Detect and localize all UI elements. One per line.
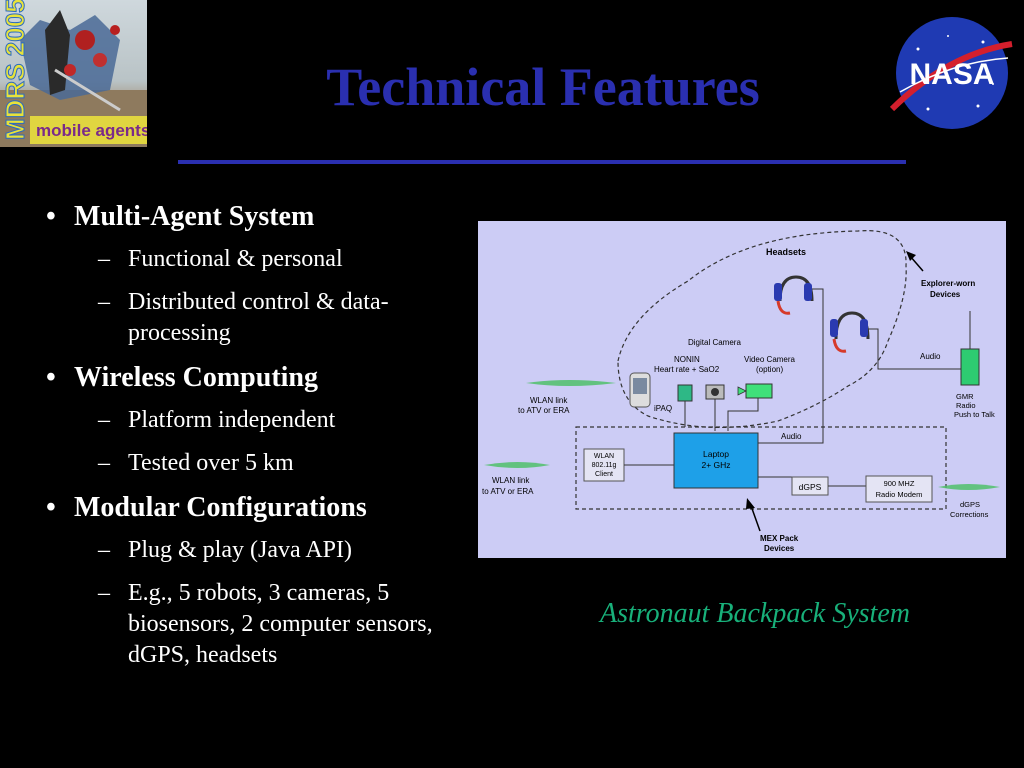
laptop-speed-label: 2+ GHz <box>701 460 730 470</box>
gmr-radio-label: Radio <box>956 401 976 410</box>
bullet-modular: • Modular Configurations <box>38 491 458 525</box>
bullet-glyph: • <box>46 201 56 232</box>
logo-mobile-agents-text: mobile agents <box>36 121 147 140</box>
bullet-multi-agent: • Multi-Agent System <box>38 200 458 234</box>
bullet-list: • Multi-Agent System – Functional & pers… <box>38 200 458 683</box>
explorer-worn-label: Explorer-worn <box>921 279 975 288</box>
wireless-signal-icon <box>938 484 1000 490</box>
radio-modem-frequency: 900 MHZ <box>884 479 915 488</box>
dash-glyph: – <box>98 579 110 606</box>
audio-label-top: Audio <box>920 352 941 361</box>
bullet-glyph: • <box>46 492 56 524</box>
wlan-client-standard: 802.11g <box>592 462 617 469</box>
explorer-devices-label: Devices <box>930 290 961 299</box>
bullet-label: Wireless Computing <box>74 362 318 394</box>
gmr-label: GMR <box>956 392 974 401</box>
dgps-corrections-label: dGPS <box>960 500 980 509</box>
nasa-logo: NASA <box>888 14 1016 132</box>
wlan-client-type: Client <box>595 471 613 478</box>
digital-camera-label: Digital Camera <box>688 338 741 347</box>
backpack-system-diagram: Headsets Explorer-worn Devices Digital C… <box>478 221 1006 558</box>
sub-bullet: – Tested over 5 km <box>38 448 458 479</box>
nasa-text: NASA <box>909 58 994 91</box>
ipaq-label: iPAQ <box>654 404 672 413</box>
sub-bullet-text: Plug & play (Java API) <box>128 536 352 563</box>
dash-glyph: – <box>98 406 110 433</box>
headset-icon <box>830 311 870 353</box>
dash-glyph: – <box>98 449 110 476</box>
bullet-label: Multi-Agent System <box>74 201 315 232</box>
wlan-client-label: WLAN <box>594 453 614 460</box>
nonin-detail-label: Heart rate + SaO2 <box>654 365 720 374</box>
logo-mdrs-text: MDRS 2005 <box>0 0 30 140</box>
sub-bullet: – Platform independent <box>38 405 458 436</box>
wlan-link-top-label: WLAN link <box>530 396 568 405</box>
sub-bullet: – E.g., 5 robots, 3 cameras, 5 biosensor… <box>38 578 448 672</box>
gmr-ptt-label: Push to Talk <box>954 410 995 419</box>
sub-bullet-text: Functional & personal <box>128 245 343 272</box>
sub-bullet-text: Distributed control & data-processing <box>128 288 389 346</box>
wireless-signal-icon <box>484 462 550 468</box>
sub-bullet-text: E.g., 5 robots, 3 cameras, 5 biosensors,… <box>128 579 433 669</box>
audio-label-mid: Audio <box>781 432 802 441</box>
dash-glyph: – <box>98 245 110 272</box>
sub-bullet-text: Tested over 5 km <box>128 449 294 476</box>
mex-pack-label: MEX Pack <box>760 534 799 543</box>
slide-title: Technical Features <box>326 57 760 117</box>
gmr-radio-icon <box>960 348 980 386</box>
mex-devices-label: Devices <box>764 544 795 553</box>
bullet-wireless: • Wireless Computing <box>38 361 458 395</box>
title-underline <box>178 160 906 164</box>
nonin-label: NONIN <box>674 355 700 364</box>
laptop-box <box>673 432 759 489</box>
video-camera-option-label: (option) <box>756 365 783 374</box>
headsets-label: Headsets <box>766 247 806 257</box>
sub-bullet: – Plug & play (Java API) <box>38 535 458 566</box>
ipaq-device-icon <box>629 372 651 408</box>
diagram-caption: Astronaut Backpack System <box>600 598 910 629</box>
wlan-link-bottom-destination: to ATV or ERA <box>482 487 534 496</box>
nonin-sensor <box>677 384 693 402</box>
dash-glyph: – <box>98 536 110 563</box>
wlan-link-bottom-label: WLAN link <box>492 476 530 485</box>
wlan-link-top-destination: to ATV or ERA <box>518 406 570 415</box>
video-camera-label: Video Camera <box>744 355 796 364</box>
radio-modem-box <box>865 475 933 503</box>
video-camera-icon <box>745 383 773 399</box>
sub-bullet: – Distributed control & data-processing <box>38 287 428 349</box>
radio-modem-label: Radio Modem <box>876 490 923 499</box>
dgps-corrections-detail: Corrections <box>950 510 989 519</box>
bullet-label: Modular Configurations <box>74 492 367 524</box>
bullet-glyph: • <box>46 362 56 394</box>
wireless-signal-icon <box>526 380 616 386</box>
wlan-client-box <box>583 448 625 482</box>
dgps-box-label: dGPS <box>799 482 822 492</box>
mdrs-mobile-agents-logo: MDRS 2005 mobile agents <box>0 0 147 147</box>
dash-glyph: – <box>98 288 110 315</box>
sub-bullet: – Functional & personal <box>38 244 458 275</box>
laptop-label: Laptop <box>703 449 729 459</box>
headset-icon <box>774 275 814 315</box>
sub-bullet-text: Platform independent <box>128 406 336 433</box>
